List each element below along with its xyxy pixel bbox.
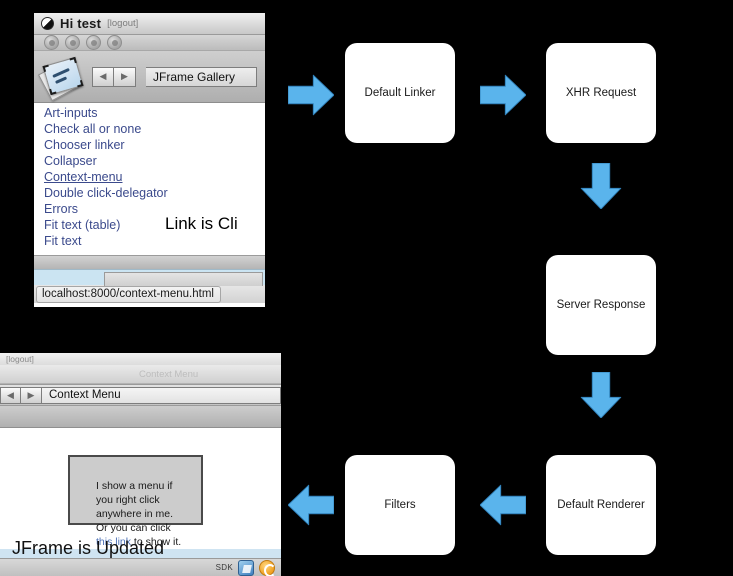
sdk-orange-app-icon[interactable]: [259, 559, 276, 576]
demo-text-line-2: anywhere in me. Or you can click: [96, 508, 174, 534]
demo-link-errors[interactable]: Errors: [44, 202, 79, 216]
flow-node-default-renderer: Default Renderer: [546, 455, 656, 555]
demo-link-collapser[interactable]: Collapser: [44, 154, 97, 168]
window-titlebar: Hi test [logout]: [34, 13, 265, 35]
app-logo-icon: [41, 17, 54, 30]
context-logout-link[interactable]: [logout]: [6, 354, 34, 364]
greeting-label: Hi test: [60, 16, 102, 31]
toolbar-dot-4[interactable]: [107, 35, 122, 50]
demo-link-fit-text-table[interactable]: Fit text (table): [44, 218, 121, 232]
context-menu-window: [logout] Context Menu ◀ ▶ Context Menu I…: [0, 353, 281, 576]
status-url-label: localhost:8000/context-menu.html: [36, 285, 221, 303]
context-toolbar-strip: [0, 406, 281, 428]
ghost-title-strip: Context Menu: [0, 365, 281, 384]
content-bottom-strip: [34, 255, 265, 269]
status-bar: localhost:8000/context-menu.html: [34, 285, 265, 303]
demo-link-fit-text[interactable]: Fit text: [44, 234, 82, 248]
forward-button[interactable]: ▶: [114, 66, 136, 87]
flow-node-default-linker: Default Linker: [345, 43, 455, 143]
context-back-button[interactable]: ◀: [0, 386, 21, 404]
show-menu-link[interactable]: this link: [96, 536, 132, 548]
context-menu-demo-box[interactable]: I show a menu if you right click anywher…: [68, 455, 203, 548]
flow-node-server-response: Server Response: [546, 255, 656, 355]
logout-link[interactable]: [logout]: [107, 18, 139, 29]
toolbar-dot-2[interactable]: [65, 35, 80, 50]
update-highlight-band: [0, 549, 281, 558]
demo-text-line-1: I show a menu if you right click: [96, 480, 173, 506]
sdk-blue-app-icon[interactable]: [238, 559, 254, 576]
demo-link-context-menu[interactable]: Context-menu: [44, 170, 123, 184]
toolbar-dot-1[interactable]: [44, 35, 59, 50]
sdk-label: SDK: [215, 563, 233, 572]
arrow-into-default-linker: [288, 74, 334, 116]
arrow-out-of-filters: [288, 484, 334, 526]
context-address-input[interactable]: Context Menu: [42, 386, 281, 404]
back-button[interactable]: ◀: [92, 66, 114, 87]
demo-text-line-3: to show it.: [131, 536, 182, 548]
tab-item[interactable]: [104, 272, 263, 286]
toolbar-dot-3[interactable]: [86, 35, 101, 50]
navigation-toolbar: ◀ ▶ JFrame Gallery: [34, 51, 265, 103]
ghost-window-title: Context Menu: [139, 369, 199, 380]
address-input[interactable]: JFrame Gallery: [146, 66, 257, 87]
flow-node-filters: Filters: [345, 455, 455, 555]
demo-text: I show a menu if you right click anywher…: [96, 479, 185, 549]
arrow-xhr-to-server-response: [580, 163, 622, 209]
demo-link-chooser-linker[interactable]: Chooser linker: [44, 138, 125, 152]
arrow-linker-to-xhr: [480, 74, 526, 116]
tab-bar: [34, 269, 265, 286]
arrow-server-response-to-renderer: [580, 372, 622, 418]
window-toolbar-buttons: [34, 35, 265, 51]
context-page-content: I show a menu if you right click anywher…: [0, 428, 281, 573]
flow-node-xhr-request: XHR Request: [546, 43, 656, 143]
nav-buttons: ◀ ▶: [92, 66, 136, 87]
arrow-renderer-to-filters: [480, 484, 526, 526]
link-is-clicked-overlay: Link is Click: [165, 214, 255, 233]
context-forward-button[interactable]: ▶: [21, 386, 42, 404]
context-window-titlebar: [logout]: [0, 353, 281, 365]
demo-link-check-all-or-none[interactable]: Check all or none: [44, 122, 142, 136]
jframe-updated-overlay: JFrame is Updated: [12, 538, 165, 558]
jframe-gallery-window: Hi test [logout] ◀ ▶ JF: [33, 12, 266, 308]
demo-link-art-inputs[interactable]: Art-inputs: [44, 106, 98, 120]
context-navigation-bar: ◀ ▶ Context Menu: [0, 384, 281, 406]
photo-gallery-icon: [37, 56, 84, 101]
context-nav-buttons: ◀ ▶: [0, 386, 42, 404]
demo-link-double-click-delegator[interactable]: Double click-delegator: [44, 186, 168, 200]
sdk-status-bar: SDK: [0, 558, 281, 576]
